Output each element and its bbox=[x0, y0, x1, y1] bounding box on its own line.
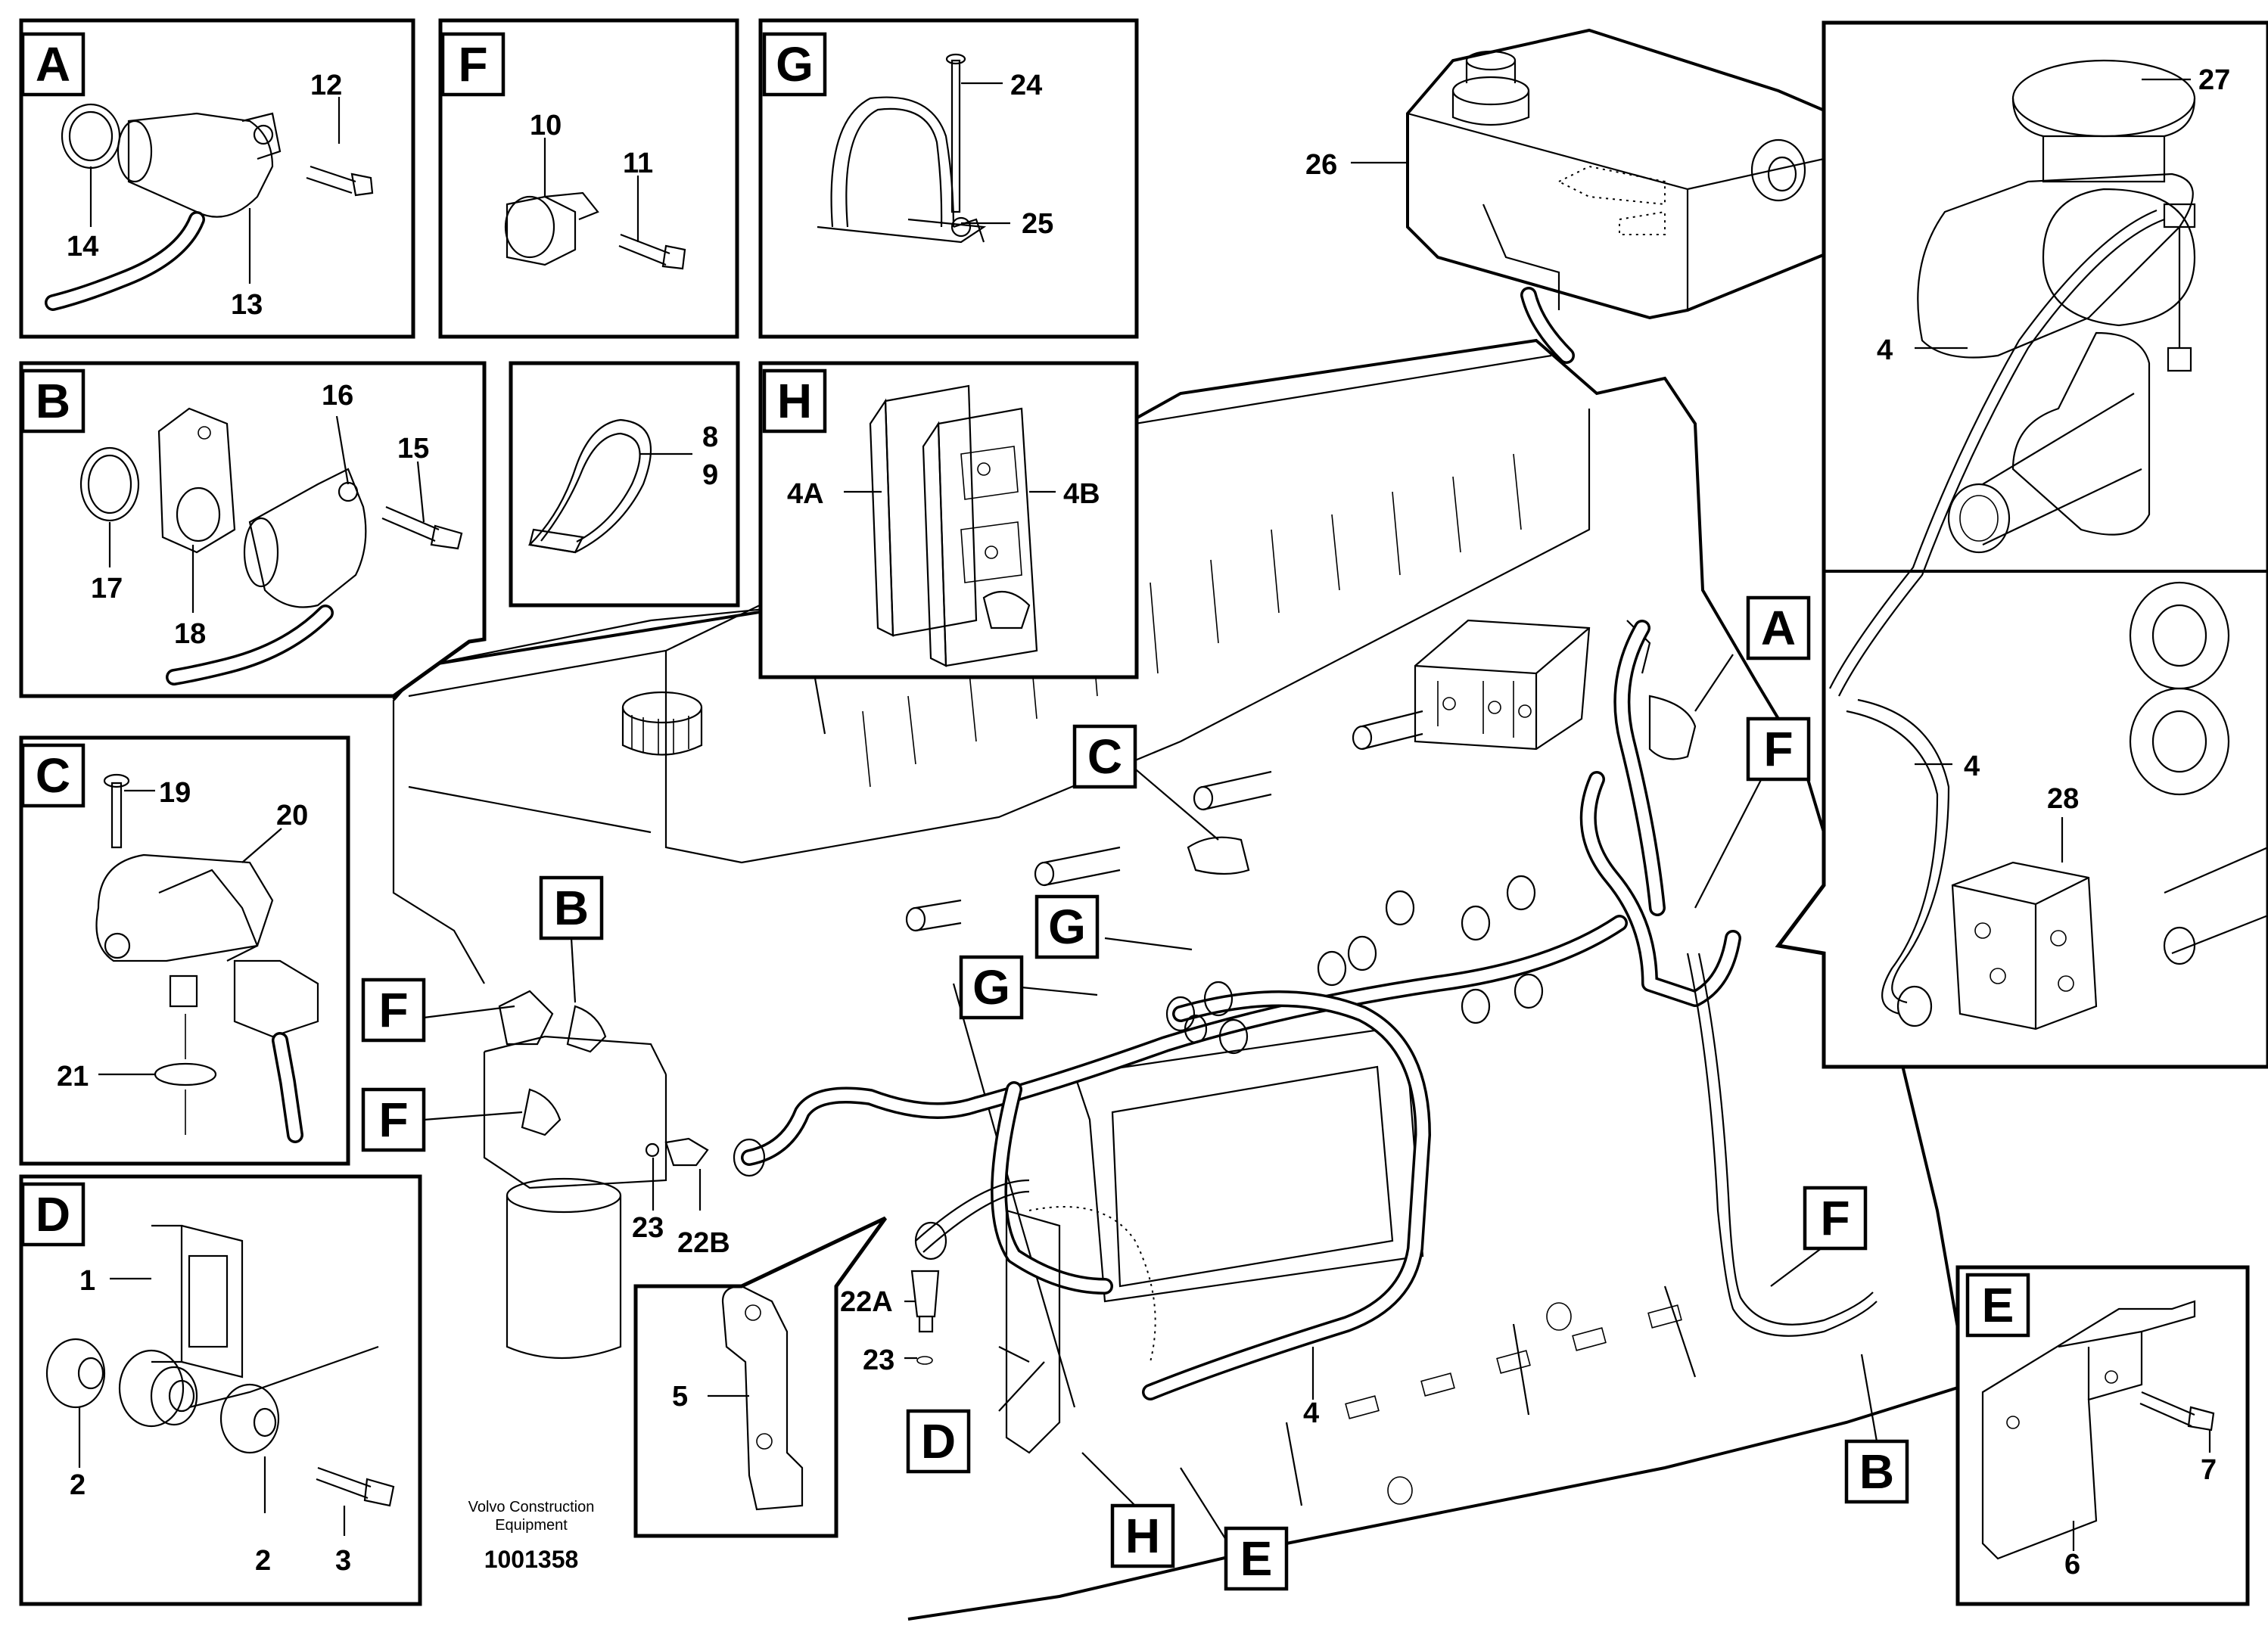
part-4-upper: 4 bbox=[1877, 334, 1893, 366]
part-24: 24 bbox=[1010, 70, 1042, 101]
callout-c: C bbox=[1087, 729, 1122, 784]
part-23-left: 23 bbox=[632, 1212, 664, 1244]
part-4-main: 4 bbox=[1303, 1397, 1319, 1429]
inset-tie-wrap bbox=[509, 361, 740, 608]
callout-f-lower: F bbox=[1820, 1191, 1850, 1245]
part-6: 6 bbox=[2064, 1549, 2080, 1581]
callout-g-lower: G bbox=[972, 960, 1010, 1015]
part-4b: 4B bbox=[1063, 478, 1100, 510]
inset-b bbox=[19, 361, 487, 698]
part-1: 1 bbox=[79, 1265, 95, 1297]
part-9: 9 bbox=[702, 459, 718, 491]
callout-f-left-upper: F bbox=[378, 983, 408, 1037]
callout-f-upper: F bbox=[1763, 722, 1793, 776]
part-2-right: 2 bbox=[255, 1545, 271, 1577]
part-20: 20 bbox=[276, 800, 308, 831]
company-line-1: Volvo Construction bbox=[468, 1499, 595, 1515]
letter-labels: A B C D F G H E A F C B G G F F F bbox=[20, 32, 2030, 1591]
part-28: 28 bbox=[2047, 783, 2079, 815]
part-4a: 4A bbox=[787, 478, 824, 510]
label-letter-h: H bbox=[777, 374, 812, 428]
part-7: 7 bbox=[2201, 1454, 2217, 1486]
part-8: 8 bbox=[702, 421, 718, 453]
callout-d: D bbox=[921, 1414, 956, 1469]
part-10: 10 bbox=[530, 110, 562, 141]
part-26: 26 bbox=[1305, 149, 1337, 181]
label-letter-b: B bbox=[36, 374, 70, 428]
part-3: 3 bbox=[335, 1545, 351, 1577]
part-25: 25 bbox=[1022, 208, 1053, 240]
part-16: 16 bbox=[322, 380, 353, 412]
label-letter-a: A bbox=[36, 37, 70, 92]
part-5: 5 bbox=[672, 1381, 688, 1413]
part-11: 11 bbox=[623, 148, 653, 179]
label-letter-f: F bbox=[458, 37, 487, 92]
inset-bracket bbox=[633, 1216, 888, 1538]
part-18: 18 bbox=[174, 618, 206, 650]
label-letter-d: D bbox=[36, 1187, 70, 1242]
part-21: 21 bbox=[57, 1061, 89, 1093]
part-15: 15 bbox=[397, 433, 429, 465]
part-4-right: 4 bbox=[1964, 751, 1980, 782]
callout-e: E bbox=[1240, 1531, 1273, 1586]
inset-a bbox=[19, 18, 415, 339]
part-14: 14 bbox=[67, 231, 98, 263]
part-numbers: 12 14 13 16 15 17 18 19 20 21 1 2 2 3 10… bbox=[57, 64, 2230, 1581]
part-23-mid: 23 bbox=[863, 1344, 894, 1376]
inset-c bbox=[19, 735, 350, 1166]
company-line-2: Equipment bbox=[495, 1517, 568, 1534]
callout-b-right: B bbox=[1859, 1444, 1894, 1499]
callout-f-left-lower: F bbox=[378, 1093, 408, 1147]
label-letter-g: G bbox=[776, 37, 814, 92]
part-22b: 22B bbox=[677, 1227, 730, 1259]
inset-air-cleaner bbox=[1775, 20, 2268, 1069]
part-27: 27 bbox=[2198, 64, 2230, 96]
part-17: 17 bbox=[91, 573, 123, 605]
drawing-code: 1001358 bbox=[484, 1546, 579, 1573]
part-19: 19 bbox=[159, 777, 191, 809]
wiring-harness bbox=[498, 620, 1878, 1454]
part-13: 13 bbox=[231, 289, 263, 321]
part-2-left: 2 bbox=[70, 1469, 86, 1501]
footer: Volvo Construction Equipment 1001358 bbox=[468, 1499, 595, 1573]
label-letter-e: E bbox=[1982, 1278, 2014, 1332]
callout-b-left: B bbox=[554, 881, 589, 935]
part-12: 12 bbox=[310, 70, 342, 101]
part-22a: 22A bbox=[840, 1286, 893, 1318]
leader-lines bbox=[78, 78, 2211, 1551]
engine-drawing bbox=[392, 338, 1970, 1621]
label-letter-c: C bbox=[36, 748, 70, 803]
inset-d bbox=[19, 1174, 422, 1606]
callout-g-upper: G bbox=[1048, 900, 1086, 954]
callout-h: H bbox=[1125, 1509, 1160, 1563]
callout-a: A bbox=[1761, 601, 1796, 655]
